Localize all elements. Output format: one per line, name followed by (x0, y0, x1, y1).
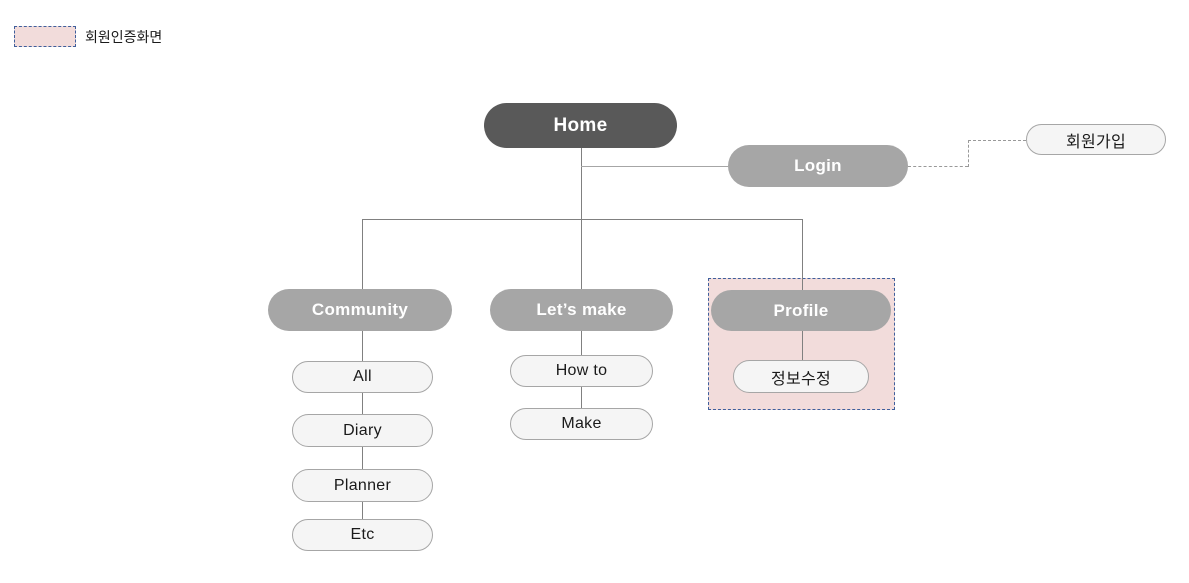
node-lets-make: Let’s make (490, 289, 673, 331)
legend-highlight-swatch (14, 26, 76, 47)
node-etc: Etc (292, 519, 433, 551)
node-lets-make-label: Let’s make (536, 300, 627, 319)
node-make-label: Make (561, 415, 602, 432)
legend-label: 회원인증화면 (85, 28, 163, 45)
connector-planner-etc (362, 502, 363, 519)
connector-profile-editinfo (802, 331, 803, 360)
node-signup-label: 회원가입 (1065, 133, 1127, 151)
node-etc-label: Etc (350, 526, 375, 543)
node-login-label: Login (794, 156, 842, 175)
connector-letsmake-howto (581, 331, 582, 355)
connector-home-login (581, 166, 728, 167)
node-signup: 회원가입 (1026, 124, 1166, 155)
node-home: Home (484, 103, 677, 148)
node-community-label: Community (311, 300, 409, 319)
connector-branch-community (362, 219, 363, 289)
connector-login-signup-h1 (908, 166, 968, 167)
node-login: Login (728, 145, 908, 187)
node-planner-label: Planner (333, 476, 392, 494)
legend: 회원인증화면 (14, 26, 162, 47)
connector-all-diary (362, 393, 363, 414)
connector-home-letsmake (581, 148, 582, 289)
connector-community-all (362, 331, 363, 361)
node-how-to-label: How to (555, 362, 608, 379)
node-all: All (292, 361, 433, 393)
node-all-label: All (353, 368, 372, 385)
node-make: Make (510, 408, 653, 440)
connector-branch-horizontal (362, 219, 802, 220)
node-home-label: Home (553, 114, 608, 136)
node-diary-label: Diary (343, 421, 382, 439)
node-profile-label: Profile (773, 300, 829, 320)
node-diary: Diary (292, 414, 433, 447)
node-edit-info: 정보수정 (733, 360, 869, 393)
connector-login-signup-h2 (968, 140, 1026, 141)
connector-diary-planner (362, 447, 363, 469)
node-planner: Planner (292, 469, 433, 502)
connector-howto-make (581, 387, 582, 408)
connector-login-signup-v (968, 140, 969, 167)
node-how-to: How to (510, 355, 653, 387)
node-community: Community (268, 289, 452, 331)
node-edit-info-label: 정보수정 (770, 370, 832, 388)
connector-branch-profile (802, 219, 803, 290)
node-profile: Profile (711, 290, 891, 331)
